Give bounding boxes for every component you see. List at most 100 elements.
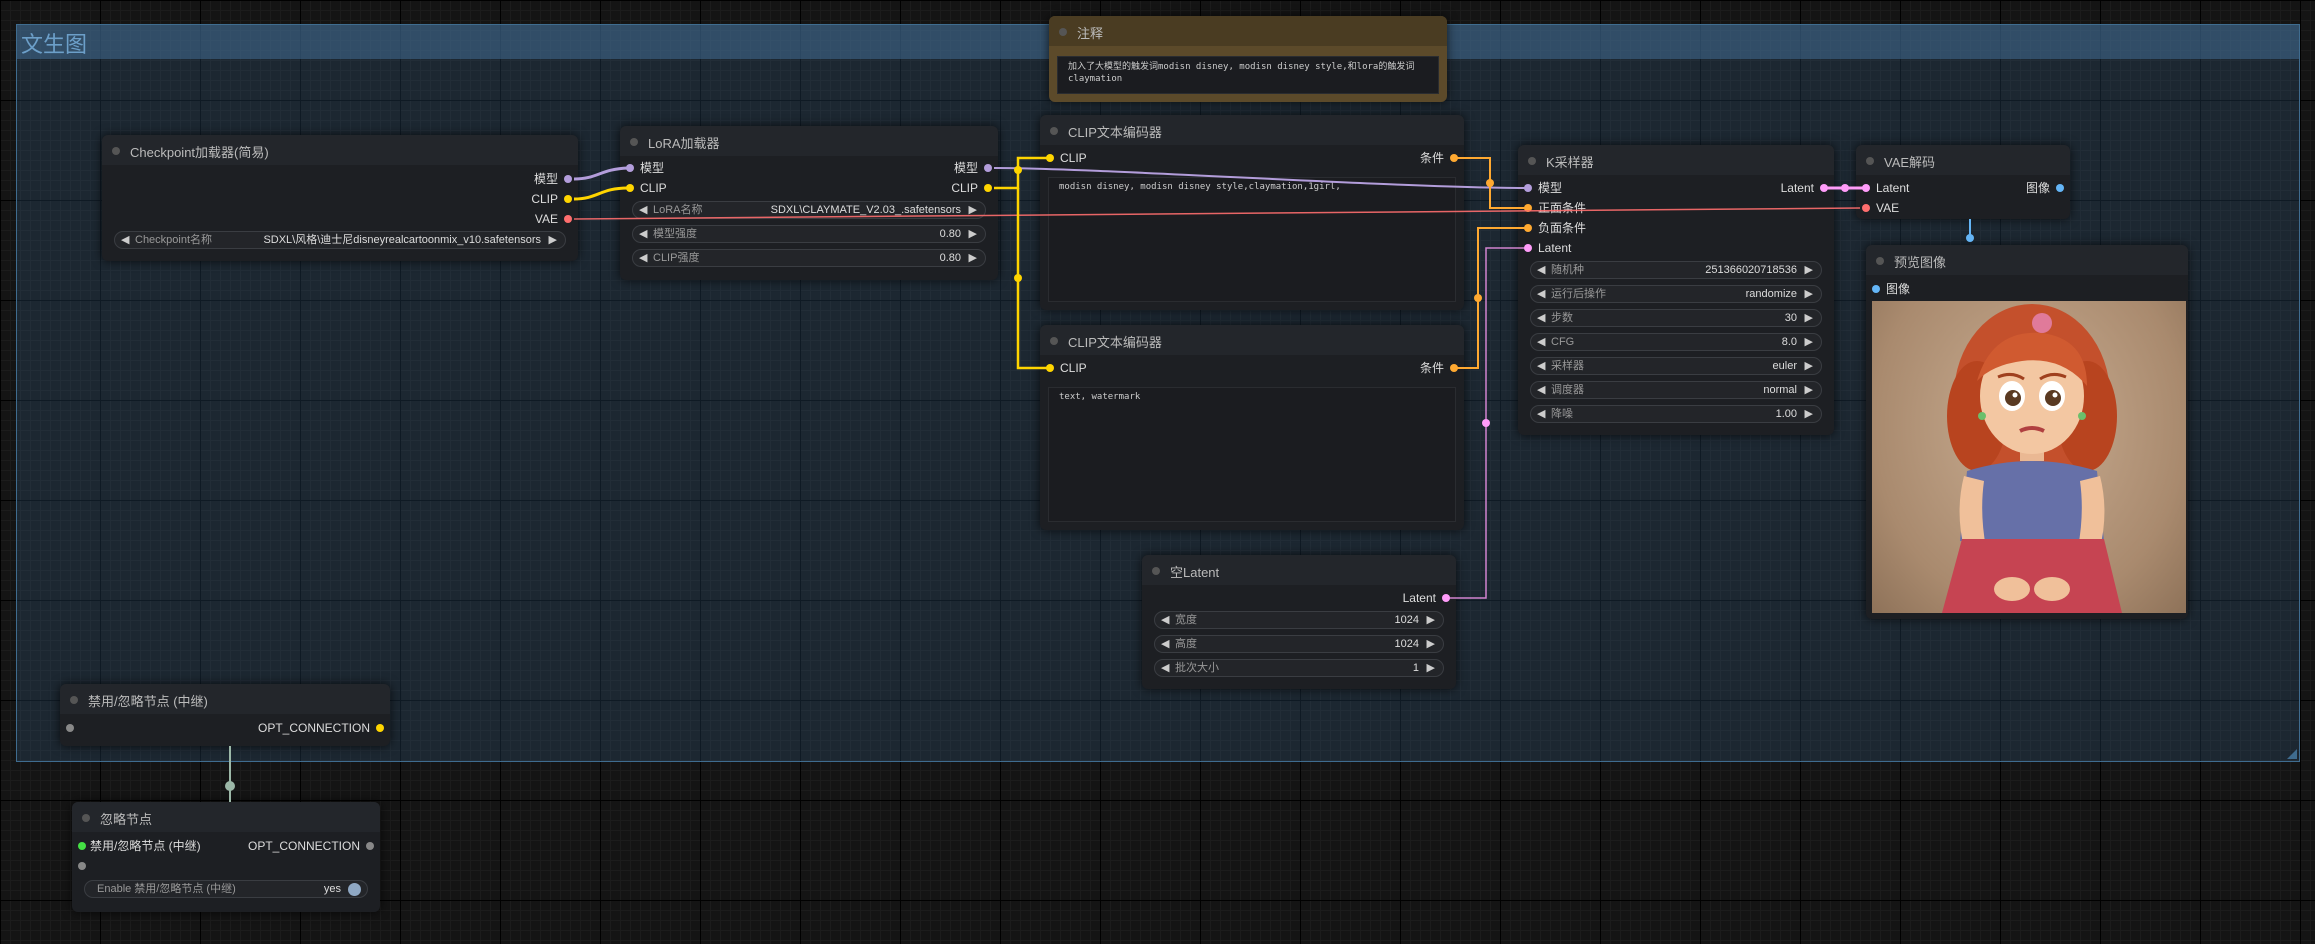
clip-text-encode-positive-node[interactable]: CLIP文本编码器 CLIP 条件 modisn disney, modisn …	[1040, 115, 1464, 310]
output-model-slot[interactable]	[984, 164, 992, 172]
bypass-node[interactable]: 忽略节点 禁用/忽略节点 (中继) OPT_CONNECTION Enable …	[72, 802, 380, 912]
output-vae-slot[interactable]	[564, 215, 572, 223]
note-node[interactable]: 注释 加入了大模型的触发词modisn disney, modisn disne…	[1049, 16, 1447, 102]
sampler-combo[interactable]: ◀ 采样器 euler ▶	[1530, 357, 1822, 375]
vae-decode-header[interactable]: VAE解码	[1856, 145, 2070, 175]
arrow-right-icon[interactable]: ▶	[548, 234, 557, 246]
arrow-right-icon[interactable]: ▶	[1804, 264, 1813, 276]
arrow-right-icon[interactable]: ▶	[1426, 614, 1435, 626]
arrow-left-icon[interactable]: ◀	[639, 204, 648, 216]
model-strength-number[interactable]: ◀ 模型强度 0.80 ▶	[632, 225, 986, 243]
input-latent-slot[interactable]	[1862, 184, 1870, 192]
output-opt-connection-slot[interactable]	[376, 724, 384, 732]
input-latent-slot[interactable]	[1524, 244, 1532, 252]
clip-negative-header[interactable]: CLIP文本编码器	[1040, 325, 1464, 355]
arrow-left-icon[interactable]: ◀	[1161, 662, 1170, 674]
collapse-dot-icon[interactable]	[70, 696, 78, 704]
output-latent-slot[interactable]	[1820, 184, 1828, 192]
input-relay-slot[interactable]	[78, 842, 86, 850]
toggle-knob-icon[interactable]	[348, 883, 361, 896]
arrow-right-icon[interactable]: ▶	[1804, 312, 1813, 324]
group-resize-handle[interactable]	[2287, 749, 2297, 759]
output-clip-slot[interactable]	[564, 195, 572, 203]
output-conditioning-slot[interactable]	[1450, 364, 1458, 372]
ksampler-node[interactable]: K采样器 模型 正面条件 负面条件 Latent Latent ◀ 随机种 25…	[1518, 145, 1834, 435]
empty-latent-node[interactable]: 空Latent Latent ◀ 宽度 1024 ▶ ◀ 高度 1024 ▶ ◀…	[1142, 555, 1456, 689]
control-after-generate-combo[interactable]: ◀ 运行后操作 randomize ▶	[1530, 285, 1822, 303]
arrow-left-icon[interactable]: ◀	[1537, 384, 1546, 396]
lora-name-combo[interactable]: ◀ LoRA名称 SDXL\CLAYMATE_V2.03_.safetensor…	[632, 201, 986, 219]
batch-size-number[interactable]: ◀ 批次大小 1 ▶	[1154, 659, 1444, 677]
input-model-slot[interactable]	[626, 164, 634, 172]
arrow-right-icon[interactable]: ▶	[968, 252, 977, 264]
input-image-slot[interactable]	[1872, 285, 1880, 293]
arrow-left-icon[interactable]: ◀	[1537, 312, 1546, 324]
vae-decode-node[interactable]: VAE解码 Latent VAE 图像	[1856, 145, 2070, 219]
arrow-right-icon[interactable]: ▶	[1804, 288, 1813, 300]
arrow-left-icon[interactable]: ◀	[639, 252, 648, 264]
width-number[interactable]: ◀ 宽度 1024 ▶	[1154, 611, 1444, 629]
empty-latent-header[interactable]: 空Latent	[1142, 555, 1456, 585]
preview-header[interactable]: 预览图像	[1866, 245, 2188, 275]
arrow-left-icon[interactable]: ◀	[121, 234, 130, 246]
clip-strength-number[interactable]: ◀ CLIP强度 0.80 ▶	[632, 249, 986, 267]
collapse-dot-icon[interactable]	[1152, 567, 1160, 575]
collapse-dot-icon[interactable]	[112, 147, 120, 155]
arrow-right-icon[interactable]: ▶	[968, 204, 977, 216]
input-positive-slot[interactable]	[1524, 204, 1532, 212]
output-opt-connection-slot[interactable]	[366, 842, 374, 850]
seed-number[interactable]: ◀ 随机种 251366020718536 ▶	[1530, 261, 1822, 279]
lora-loader-node[interactable]: LoRA加载器 模型 CLIP 模型 CLIP ◀ LoRA名称 SDXL\CL…	[620, 126, 998, 280]
arrow-left-icon[interactable]: ◀	[1537, 336, 1546, 348]
input-clip-slot[interactable]	[626, 184, 634, 192]
input-clip-slot[interactable]	[1046, 364, 1054, 372]
arrow-right-icon[interactable]: ▶	[1804, 360, 1813, 372]
checkpoint-loader-node[interactable]: Checkpoint加载器(简易) 模型 CLIP VAE ◀ Checkpoi…	[102, 135, 578, 261]
input-slot[interactable]	[66, 724, 74, 732]
input-negative-slot[interactable]	[1524, 224, 1532, 232]
clip-positive-header[interactable]: CLIP文本编码器	[1040, 115, 1464, 145]
input-clip-slot[interactable]	[1046, 154, 1054, 162]
note-node-header[interactable]: 注释	[1049, 16, 1447, 46]
cfg-number[interactable]: ◀ CFG 8.0 ▶	[1530, 333, 1822, 351]
collapse-dot-icon[interactable]	[1866, 157, 1874, 165]
scheduler-combo[interactable]: ◀ 调度器 normal ▶	[1530, 381, 1822, 399]
arrow-left-icon[interactable]: ◀	[1537, 360, 1546, 372]
note-text[interactable]: 加入了大模型的触发词modisn disney, modisn disney s…	[1057, 56, 1439, 94]
denoise-number[interactable]: ◀ 降噪 1.00 ▶	[1530, 405, 1822, 423]
arrow-right-icon[interactable]: ▶	[1804, 408, 1813, 420]
input-model-slot[interactable]	[1524, 184, 1532, 192]
arrow-right-icon[interactable]: ▶	[1804, 336, 1813, 348]
arrow-left-icon[interactable]: ◀	[639, 228, 648, 240]
lora-header[interactable]: LoRA加载器	[620, 126, 998, 156]
arrow-right-icon[interactable]: ▶	[1426, 662, 1435, 674]
output-image-slot[interactable]	[2056, 184, 2064, 192]
ksampler-header[interactable]: K采样器	[1518, 145, 1834, 175]
bypass-relay-node[interactable]: 禁用/忽略节点 (中继) OPT_CONNECTION	[60, 684, 390, 746]
collapse-dot-icon[interactable]	[630, 138, 638, 146]
arrow-left-icon[interactable]: ◀	[1537, 288, 1546, 300]
collapse-dot-icon[interactable]	[1876, 257, 1884, 265]
collapse-dot-icon[interactable]	[1050, 337, 1058, 345]
output-clip-slot[interactable]	[984, 184, 992, 192]
positive-prompt-textarea[interactable]: modisn disney, modisn disney style,claym…	[1048, 177, 1456, 302]
checkpoint-header[interactable]: Checkpoint加载器(简易)	[102, 135, 578, 165]
clip-text-encode-negative-node[interactable]: CLIP文本编码器 CLIP 条件 text, watermark	[1040, 325, 1464, 530]
collapse-dot-icon[interactable]	[1059, 28, 1067, 36]
arrow-right-icon[interactable]: ▶	[1804, 384, 1813, 396]
arrow-left-icon[interactable]: ◀	[1537, 264, 1546, 276]
output-conditioning-slot[interactable]	[1450, 154, 1458, 162]
arrow-left-icon[interactable]: ◀	[1537, 408, 1546, 420]
bypass-relay-header[interactable]: 禁用/忽略节点 (中继)	[60, 684, 390, 714]
collapse-dot-icon[interactable]	[1050, 127, 1058, 135]
collapse-dot-icon[interactable]	[1528, 157, 1536, 165]
negative-prompt-textarea[interactable]: text, watermark	[1048, 387, 1456, 522]
output-model-slot[interactable]	[564, 175, 572, 183]
arrow-right-icon[interactable]: ▶	[968, 228, 977, 240]
collapse-dot-icon[interactable]	[82, 814, 90, 822]
arrow-right-icon[interactable]: ▶	[1426, 638, 1435, 650]
bypass-node-header[interactable]: 忽略节点	[72, 802, 380, 832]
output-latent-slot[interactable]	[1442, 594, 1450, 602]
preview-image[interactable]	[1872, 301, 2186, 613]
